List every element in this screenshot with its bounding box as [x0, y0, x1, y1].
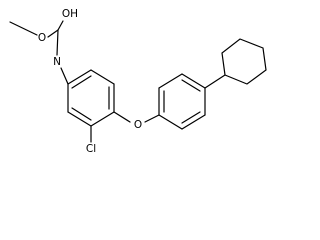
hydroxyl-label: OH — [62, 8, 78, 20]
ring-b-bond-2 — [158, 73, 183, 89]
bond-carbonyl-n — [56, 29, 59, 56]
bond-o-ring-b — [144, 114, 160, 123]
ether-oxygen-label: O — [134, 119, 142, 131]
bond-n-ring — [60, 67, 69, 85]
methoxy-oxygen-label: O — [38, 32, 46, 44]
bond-methyl-o — [9, 21, 38, 36]
ring-b-bond-3 — [181, 73, 206, 89]
structure-canvas: O OH N Cl O — [9, 8, 267, 155]
chlorine-label: Cl — [86, 143, 96, 155]
bond-ring-b-cyclohexyl — [204, 74, 226, 89]
ring-a-bond-1-inner — [71, 75, 92, 89]
ring-b-bond-5-inner — [181, 111, 201, 124]
ring-b-bond-3-inner — [181, 79, 201, 92]
ring-a-bond-4 — [90, 111, 115, 127]
ring-b-bond-6 — [158, 114, 183, 130]
bond-ring-a-o — [113, 111, 131, 123]
ring-a-bond-5 — [67, 111, 92, 127]
bond-carbonyl-oh — [57, 20, 64, 31]
ring-b-bond-5 — [181, 114, 206, 130]
ring-a-bond-1 — [67, 69, 92, 85]
bond-o-carbonyl — [47, 29, 59, 38]
cyclohexyl-ring — [221, 38, 267, 85]
ring-a-bond-5-inner — [71, 107, 92, 121]
molecule-diagram: O OH N Cl O — [9, 8, 267, 155]
nitrogen-label: N — [53, 56, 61, 68]
ring-a-bond-2 — [90, 69, 115, 85]
